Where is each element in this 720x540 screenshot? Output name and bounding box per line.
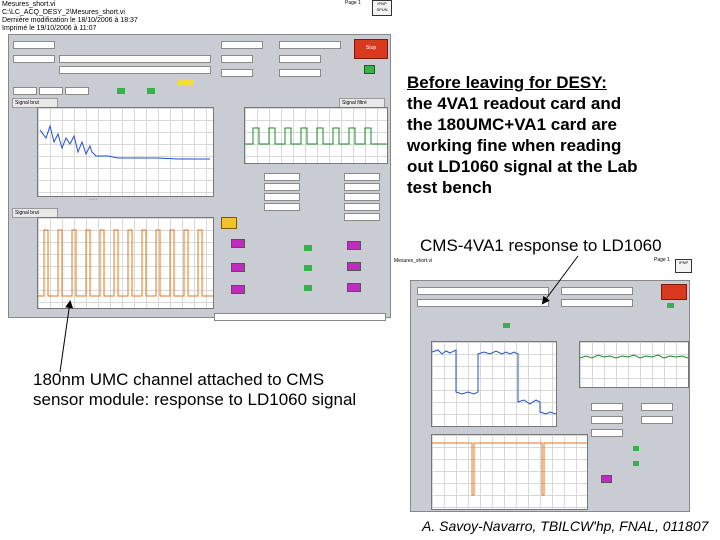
- numeric-block: [264, 173, 384, 253]
- config-field[interactable]: [221, 69, 253, 77]
- secondary-magenta-control[interactable]: [601, 475, 612, 483]
- secondary-screenshot: Mesures_short.vi Page 1 IPNP: [392, 257, 692, 512]
- config-field[interactable]: [279, 41, 341, 49]
- numeric-field[interactable]: [344, 173, 380, 181]
- magenta-control[interactable]: [347, 262, 361, 271]
- window-title: Mesures_short.vi: [2, 1, 56, 8]
- yellow-button[interactable]: [221, 217, 237, 229]
- desy-heading: Before leaving for DESY:: [407, 73, 607, 92]
- secondary-param[interactable]: [561, 299, 633, 307]
- modified-date: Dernière modification le 18/10/2006 à 18…: [2, 17, 138, 24]
- secondary-stop-button[interactable]: [661, 284, 687, 300]
- desy-line: test bench: [407, 178, 493, 197]
- cms-arrow: [541, 255, 579, 305]
- numeric-field[interactable]: [264, 193, 300, 201]
- secondary-chart3: [431, 434, 588, 510]
- secondary-chart2: [579, 341, 689, 388]
- secondary-front-panel: [410, 280, 690, 512]
- desy-line: out LD1060 signal at the Lab: [407, 157, 638, 176]
- secondary-chart1: [431, 341, 557, 427]
- secondary-param[interactable]: [561, 287, 633, 295]
- printed-date: Imprimé le 19/10/2006 à 11:07: [2, 25, 97, 32]
- secondary-led: [633, 461, 639, 466]
- param-cell[interactable]: [59, 55, 211, 63]
- indicator: [39, 87, 63, 95]
- green-led: [304, 245, 312, 251]
- param-rows: [13, 41, 218, 74]
- cms-label: CMS-4VA1 response to LD1060: [420, 236, 662, 255]
- filename-field[interactable]: [214, 313, 386, 321]
- secondary-led: [633, 446, 639, 451]
- chart1-trace: [39, 124, 210, 160]
- status-led: [364, 65, 375, 74]
- desy-note: Before leaving for DESY: the 4VA1 readou…: [407, 72, 717, 198]
- numeric-field[interactable]: [344, 183, 380, 191]
- chart3-trace: [38, 229, 213, 297]
- indicator-row: [13, 79, 213, 97]
- numeric-field[interactable]: [264, 183, 300, 191]
- param-cell[interactable]: [13, 55, 55, 63]
- config-field[interactable]: [221, 41, 263, 49]
- secondary-stamp: IPNP: [675, 259, 692, 273]
- front-panel: Stop Signal brut ····· Signal filtré: [8, 34, 391, 321]
- magenta-control[interactable]: [231, 263, 245, 272]
- numeric-field[interactable]: [344, 203, 380, 211]
- secondary-param[interactable]: [417, 287, 549, 295]
- secondary-chart1-trace: [431, 349, 557, 415]
- secondary-numeric[interactable]: [591, 403, 623, 411]
- chart3-header: Signal brut: [12, 208, 58, 218]
- chart1-plot: [37, 107, 214, 197]
- magenta-control[interactable]: [231, 239, 245, 248]
- secondary-numeric[interactable]: [591, 416, 623, 424]
- yellow-indicator: [178, 79, 194, 85]
- main-screenshot: Mesures_short.vi C:\LC_ACQ_DESY_2\Mesure…: [0, 0, 392, 321]
- indicator: [65, 87, 89, 95]
- chart3-plot: [37, 217, 214, 309]
- umc-arrow: [59, 300, 74, 373]
- config-field[interactable]: [279, 69, 321, 77]
- desy-line: working fine when reading: [407, 136, 622, 155]
- param-cell[interactable]: [59, 66, 211, 74]
- config-block: [219, 41, 349, 86]
- numeric-field[interactable]: [264, 203, 300, 211]
- chart1-header: Signal brut: [12, 98, 58, 108]
- numeric-field[interactable]: [344, 193, 380, 201]
- secondary-window-title: Mesures_short.vi: [394, 258, 433, 264]
- green-led: [304, 265, 312, 271]
- magenta-control[interactable]: [347, 283, 361, 292]
- secondary-led: [503, 323, 510, 328]
- green-led: [304, 285, 312, 291]
- secondary-numeric[interactable]: [591, 429, 623, 437]
- chart2-trace: [245, 127, 387, 145]
- institute-stamp: IPNP SPUN: [372, 0, 392, 16]
- param-cell[interactable]: [13, 41, 55, 49]
- desy-line: the 180UMC+VA1 card are: [407, 115, 617, 134]
- toggle-led[interactable]: [147, 88, 155, 94]
- indicator: [13, 87, 37, 95]
- toggle-led[interactable]: [117, 88, 125, 94]
- credit: A. Savoy-Navarro, TBILCW'hp, FNAL, 01180…: [422, 518, 709, 534]
- chart2-plot: [244, 107, 388, 164]
- secondary-chart2-trace: [579, 354, 689, 359]
- numeric-field[interactable]: [264, 173, 300, 181]
- chart1-xlabel: ·····: [89, 197, 98, 203]
- secondary-led: [667, 303, 674, 308]
- numeric-field[interactable]: [344, 213, 380, 221]
- config-field[interactable]: [221, 55, 253, 63]
- magenta-control[interactable]: [347, 241, 361, 250]
- secondary-chart3-trace: [432, 442, 587, 496]
- page-number: Page 1: [345, 0, 361, 6]
- config-field[interactable]: [279, 55, 321, 63]
- secondary-page-number: Page 1: [654, 257, 670, 263]
- magenta-control[interactable]: [231, 285, 245, 294]
- stop-button[interactable]: Stop: [354, 39, 388, 59]
- secondary-numeric[interactable]: [641, 403, 673, 411]
- vi-path: C:\LC_ACQ_DESY_2\Mesures_short.vi: [2, 9, 125, 16]
- umc-label: 180nm UMC channel attached to CMS sensor…: [33, 370, 357, 410]
- secondary-numeric[interactable]: [641, 416, 673, 424]
- desy-line: the 4VA1 readout card and: [407, 94, 622, 113]
